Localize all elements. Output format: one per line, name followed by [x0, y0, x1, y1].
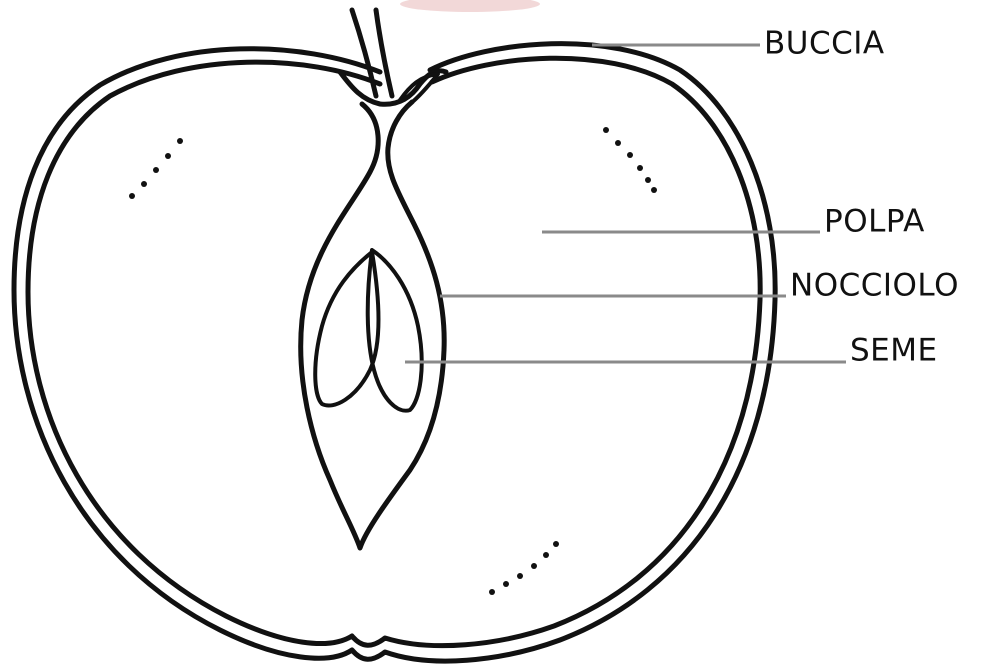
label-seed: SEME [850, 333, 938, 369]
pulp-dots-lower [489, 541, 559, 595]
pulp-dots-upper-right [603, 127, 657, 193]
label-pulp: POLPA [824, 204, 925, 240]
label-skin: BUCCIA [764, 26, 885, 62]
stem [352, 10, 376, 96]
top-blush [400, 0, 540, 12]
skin-outer-line [14, 44, 775, 661]
pulp-dots-upper-left [129, 138, 183, 199]
label-core: NOCCIOLO [790, 268, 959, 304]
skin-inner-line [28, 58, 760, 645]
